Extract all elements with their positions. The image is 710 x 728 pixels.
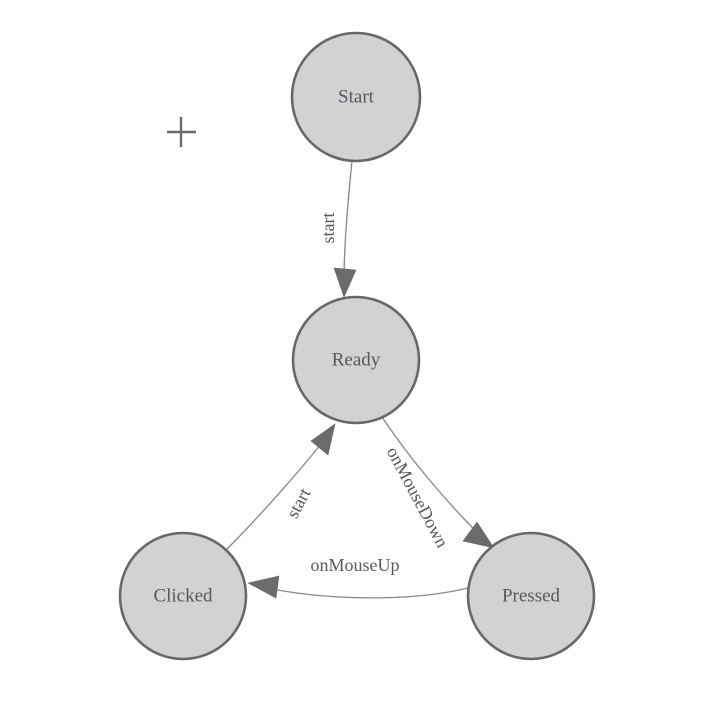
arrowhead-ready-to-pressed: [462, 521, 495, 549]
edge-clicked-to-ready[interactable]: start: [225, 423, 336, 551]
edge-pressed-to-clicked[interactable]: onMouseUp: [247, 555, 469, 599]
edge-ready-to-pressed[interactable]: onMouseDown: [381, 416, 495, 551]
crosshair-icon[interactable]: [167, 117, 196, 147]
node-start-circle[interactable]: [290, 31, 422, 163]
node-start-label: Start: [338, 86, 375, 107]
node-pressed-label: Pressed: [502, 585, 561, 606]
edge-label-pressed-to-clicked: onMouseUp: [311, 555, 400, 575]
arrowhead-start-to-ready: [333, 267, 357, 298]
node-start[interactable]: Start: [290, 31, 422, 163]
node-clicked-circle[interactable]: [118, 531, 248, 661]
node-ready-label: Ready: [332, 349, 381, 370]
edge-path-start-to-ready: [343, 160, 353, 281]
edge-path-pressed-to-clicked: [271, 587, 469, 599]
edge-path-ready-to-pressed: [381, 416, 483, 538]
node-pressed-circle[interactable]: [466, 531, 596, 661]
node-ready-circle[interactable]: [291, 295, 421, 425]
edge-path-clicked-to-ready: [225, 442, 323, 551]
edge-label-clicked-to-ready: start: [282, 485, 314, 522]
node-clicked-label: Clicked: [153, 585, 213, 606]
arrowhead-pressed-to-clicked: [247, 575, 280, 599]
node-ready[interactable]: Ready: [291, 295, 421, 425]
node-pressed[interactable]: Pressed: [466, 531, 596, 661]
node-clicked[interactable]: Clicked: [118, 531, 248, 661]
arrowhead-clicked-to-ready: [310, 423, 336, 456]
edge-start-to-ready[interactable]: start: [318, 160, 357, 298]
edge-label-start-to-ready: start: [318, 213, 338, 244]
edge-label-ready-to-pressed: onMouseDown: [383, 443, 453, 550]
